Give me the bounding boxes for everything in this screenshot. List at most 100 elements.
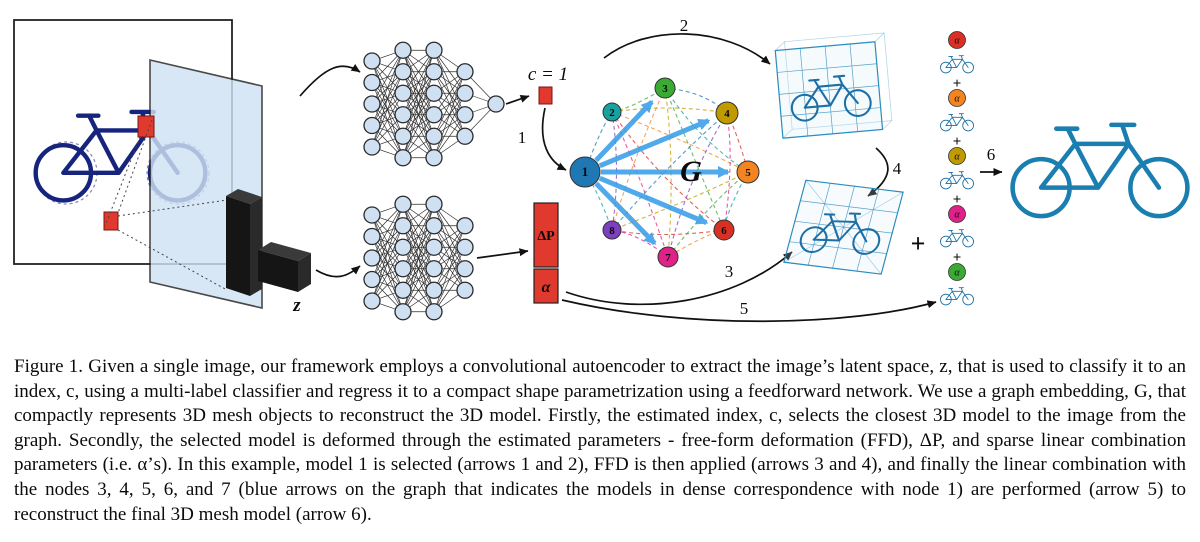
nn-neuron (363, 73, 381, 92)
sketch-wheel-overlay (34, 141, 98, 205)
nn-neuron (425, 106, 443, 124)
graph-node (715, 101, 739, 125)
arrow-1-label: 1 (518, 128, 527, 147)
candidate-model-bike (940, 287, 974, 306)
plus-sign: + (953, 76, 962, 92)
graph-node-label: 5 (745, 167, 751, 179)
projection-line (104, 136, 141, 227)
graph-correspondence-arrow (594, 181, 657, 246)
nn-neuron (394, 106, 412, 124)
alpha-coefficient (948, 31, 966, 49)
class-index-label: c = 1 (528, 64, 568, 85)
plus-sign: + (953, 192, 962, 208)
alpha-coefficient (948, 89, 966, 107)
candidate-model-bike (940, 113, 974, 132)
nn-neuron (363, 116, 381, 135)
nn-neuron (363, 52, 381, 70)
nn-neuron (425, 303, 443, 321)
ffd-params-box (533, 202, 559, 268)
encoder-arrow-bottom (315, 265, 361, 278)
alpha-coefficient-label: α (954, 152, 960, 163)
class-index-box (538, 86, 553, 105)
input-image-block: z (13, 19, 311, 316)
graph-node-label: 2 (609, 107, 615, 119)
graph-correspondence-arrow (598, 175, 709, 225)
graph-edge (664, 87, 749, 173)
nn-neuron (394, 149, 412, 167)
nn-neuron (363, 270, 381, 289)
graph-edge (667, 112, 728, 258)
nn-neuron (425, 149, 443, 167)
arrow-1-path (541, 107, 567, 171)
alpha-coefficient (948, 263, 966, 281)
graph-node-label: 3 (662, 83, 668, 95)
nn-neuron (456, 106, 474, 124)
classifier-output-arrow (505, 95, 530, 105)
nn-neuron (363, 206, 381, 224)
nn-neuron (456, 238, 474, 256)
classifier-network (363, 41, 505, 167)
alpha-coefficient-label: α (954, 210, 960, 221)
nn-neuron (456, 281, 474, 299)
projection-line (117, 199, 228, 217)
plus-sign: + (953, 250, 962, 266)
arrow-4-label: 4 (893, 159, 902, 178)
graph-node (654, 77, 676, 99)
regression-output-arrow (476, 248, 529, 259)
nn-neuron (425, 127, 443, 145)
graph-edge (611, 107, 728, 114)
nn-neuron (487, 95, 505, 113)
ffd-params-label: ΔP (537, 229, 555, 244)
graph-symbol: G (680, 155, 702, 188)
alpha-coefficient-label: α (954, 36, 960, 47)
graph-node (602, 102, 622, 122)
graph-node-label: 1 (582, 164, 589, 179)
nn-neuron (425, 217, 443, 235)
candidate-model-bike (940, 171, 974, 190)
graph-node (713, 219, 735, 241)
combination-plus-sign: + (911, 229, 926, 258)
nn-neuron (394, 281, 412, 299)
alpha-coefficient (948, 147, 966, 165)
graph-edge (664, 87, 672, 258)
nn-neuron (394, 63, 412, 81)
nn-neuron (425, 281, 443, 299)
feature-patch-marker (103, 211, 119, 231)
graph-edge (611, 112, 728, 231)
candidate-model-bike (940, 55, 974, 74)
nn-neuron (425, 260, 443, 278)
alpha-coefficient-label: α (954, 268, 960, 279)
alpha-params-label: α (542, 279, 552, 296)
linear-combination-stack: α+α+α+α+α (940, 31, 974, 306)
deformed-model-ffd-grid (783, 179, 904, 275)
nn-neuron (363, 138, 381, 156)
graph-correspondence-arrow (594, 100, 654, 163)
graph-edge (611, 111, 749, 173)
nn-neuron (394, 303, 412, 321)
nn-neuron (394, 217, 412, 235)
nn-neuron (394, 238, 412, 256)
graph-node (657, 246, 679, 268)
arrow-5-path (561, 299, 937, 323)
graph-node-label: 7 (665, 252, 671, 264)
projection-line (117, 229, 228, 291)
arrow-2-path (603, 33, 771, 65)
graph-node (736, 160, 760, 184)
alpha-params-box (533, 268, 559, 304)
arrow-3-path (565, 251, 793, 306)
nn-neuron (456, 260, 474, 278)
nn-neuron (456, 63, 474, 81)
nn-neuron (394, 84, 412, 102)
figure-caption: Figure 1. Given a single image, our fram… (14, 356, 1186, 525)
image-patch-marker (137, 115, 155, 138)
nn-neuron (363, 227, 381, 246)
arrow-6-label: 6 (987, 145, 996, 164)
graph-correspondence-arrow (598, 118, 711, 169)
latent-z-label: z (292, 295, 301, 316)
plus-sign: + (953, 134, 962, 150)
nn-neuron (363, 95, 381, 113)
nn-neuron (456, 84, 474, 102)
arrow-4-path (867, 147, 889, 197)
